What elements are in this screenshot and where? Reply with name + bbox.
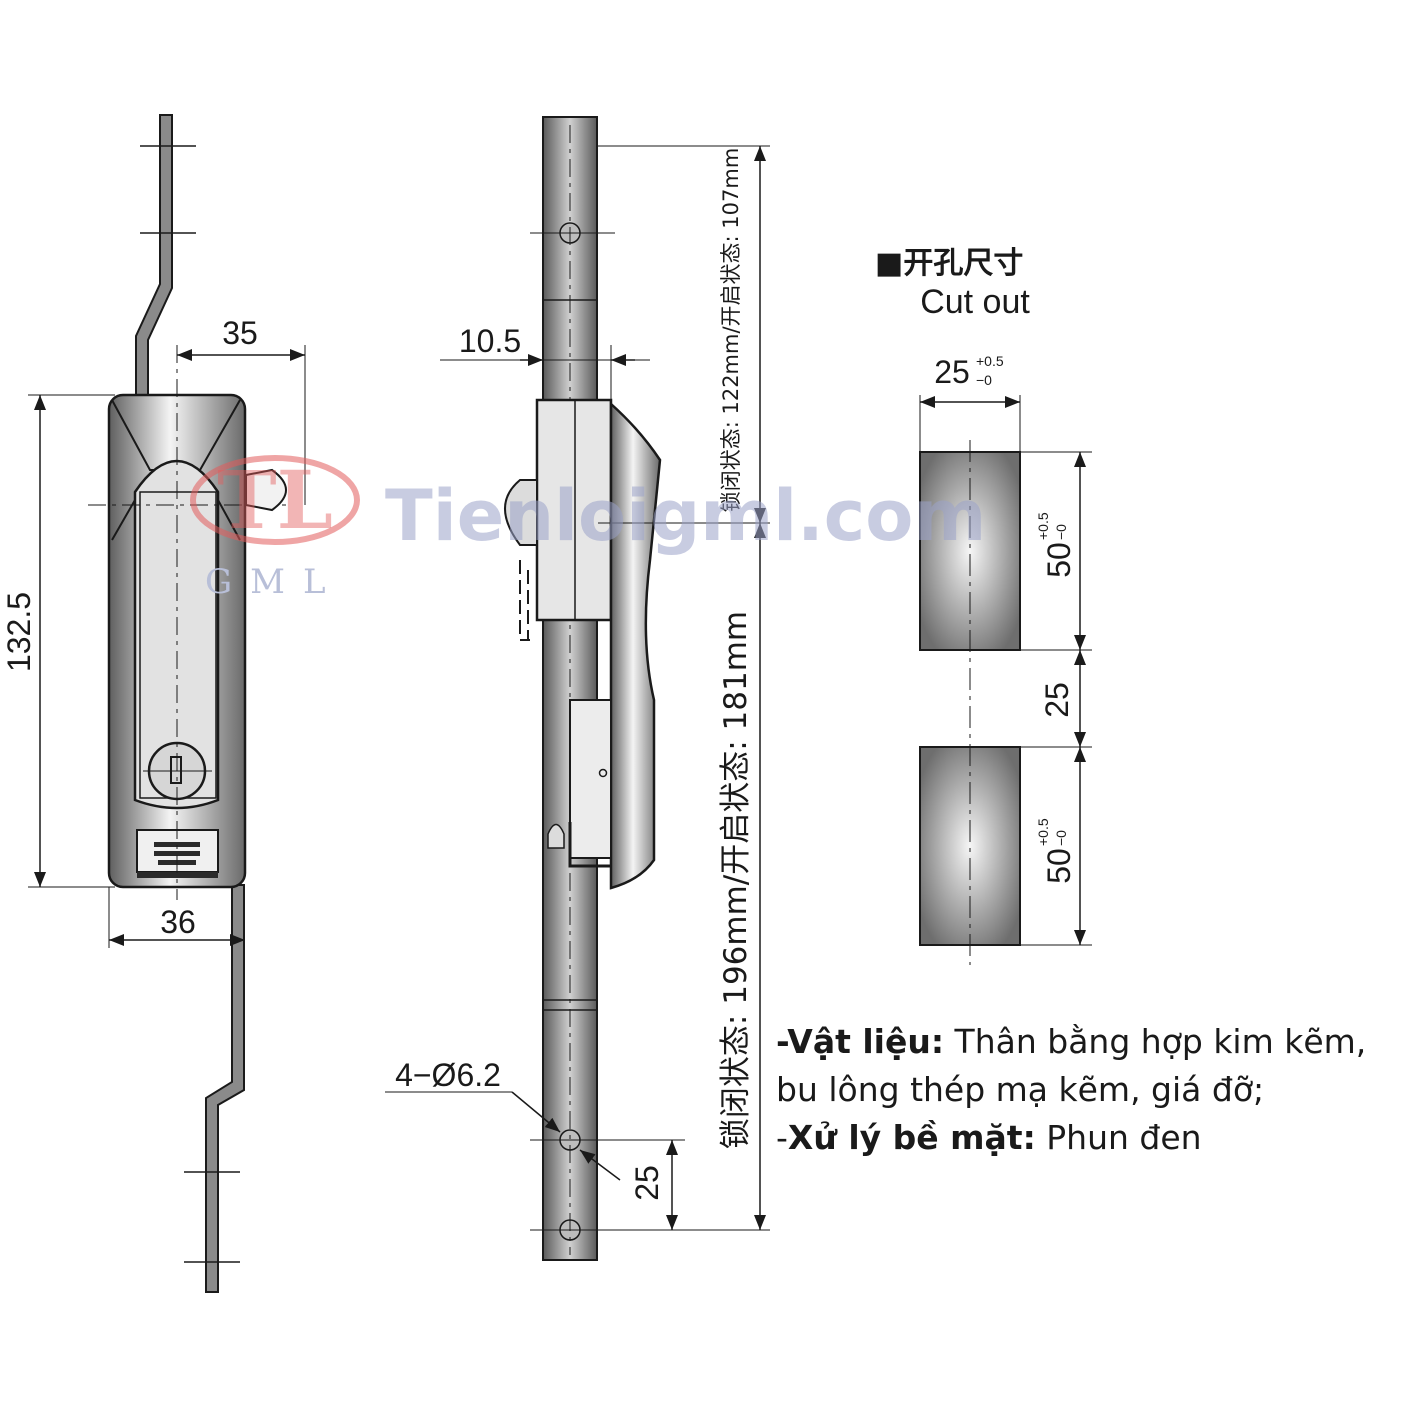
watermark-logo-icon	[190, 455, 360, 545]
front-rod-top	[135, 114, 173, 396]
dim-hole-pitch: 25	[629, 1165, 665, 1201]
cutout-height-tol-lower: −0	[1053, 830, 1069, 846]
dim-36: 36	[160, 904, 196, 940]
dim-10-5: 10.5	[459, 323, 521, 359]
cutout-width-tol-lower: −0	[976, 372, 992, 388]
side-dimensions: 10.5 锁闭状态: 122mm/开启状态: 107mm 锁闭状态: 196mm…	[385, 145, 770, 1231]
cutout-width-tol-upper: +0.5	[976, 353, 1004, 369]
cutout-height-top: 50	[1041, 542, 1077, 578]
material-text: Thân bằng hợp kim kẽm,	[944, 1022, 1367, 1061]
material-line: -Vật liệu: Thân bằng hợp kim kẽm,	[776, 1018, 1396, 1066]
watermark-brand: GML	[205, 562, 344, 602]
front-view	[88, 114, 290, 1293]
dim-132-5: 132.5	[1, 592, 37, 672]
watermark-site: Tienloigml.com	[385, 475, 986, 557]
dim-holes: 4−Ø6.2	[395, 1057, 501, 1093]
side-handle	[609, 401, 662, 890]
cutout-height-bottom: 50	[1041, 848, 1077, 884]
material-label: -Vật liệu:	[776, 1022, 945, 1061]
cutout-title-en: Cut out	[920, 283, 1030, 321]
material-line-2: bu lông thép mạ kẽm, giá đỡ;	[776, 1070, 1265, 1109]
watermark: TL Tienloigml.com GML	[190, 453, 986, 602]
cutout-view: ■开孔尺寸 Cut out 25 +0.5 −0 50 +0.5 −0 50 +…	[875, 246, 1092, 965]
dim-bottom-state: 锁闭状态: 196mm/开启状态: 181mm	[718, 611, 754, 1149]
dim-top-state: 锁闭状态: 122mm/开启状态: 107mm	[719, 148, 743, 513]
cutout-width: 25	[934, 354, 970, 390]
description: -Vật liệu: Thân bằng hợp kim kẽm, bu lôn…	[776, 1018, 1396, 1162]
dim-35: 35	[222, 315, 258, 351]
cutout-height-tol-lower: −0	[1053, 524, 1069, 540]
surface-prefix: -	[776, 1118, 788, 1157]
side-view	[504, 116, 662, 1261]
watermark-logo: TL	[217, 453, 333, 547]
surface-label: Xử lý bề mặt:	[787, 1118, 1036, 1157]
cutout-title-cn: ■开孔尺寸	[875, 246, 1023, 281]
cutout-height-tol-upper: +0.5	[1035, 512, 1051, 540]
front-rod-bottom	[205, 884, 245, 1293]
side-housing	[535, 398, 613, 622]
front-dimensions: 35 132.5 36	[1, 315, 306, 948]
cutout-height-tol-upper: +0.5	[1035, 818, 1051, 846]
surface-line: -Xử lý bề mặt: Phun đen	[776, 1114, 1396, 1162]
cutout-gap: 25	[1039, 682, 1075, 718]
surface-text: Phun đen	[1035, 1118, 1202, 1157]
